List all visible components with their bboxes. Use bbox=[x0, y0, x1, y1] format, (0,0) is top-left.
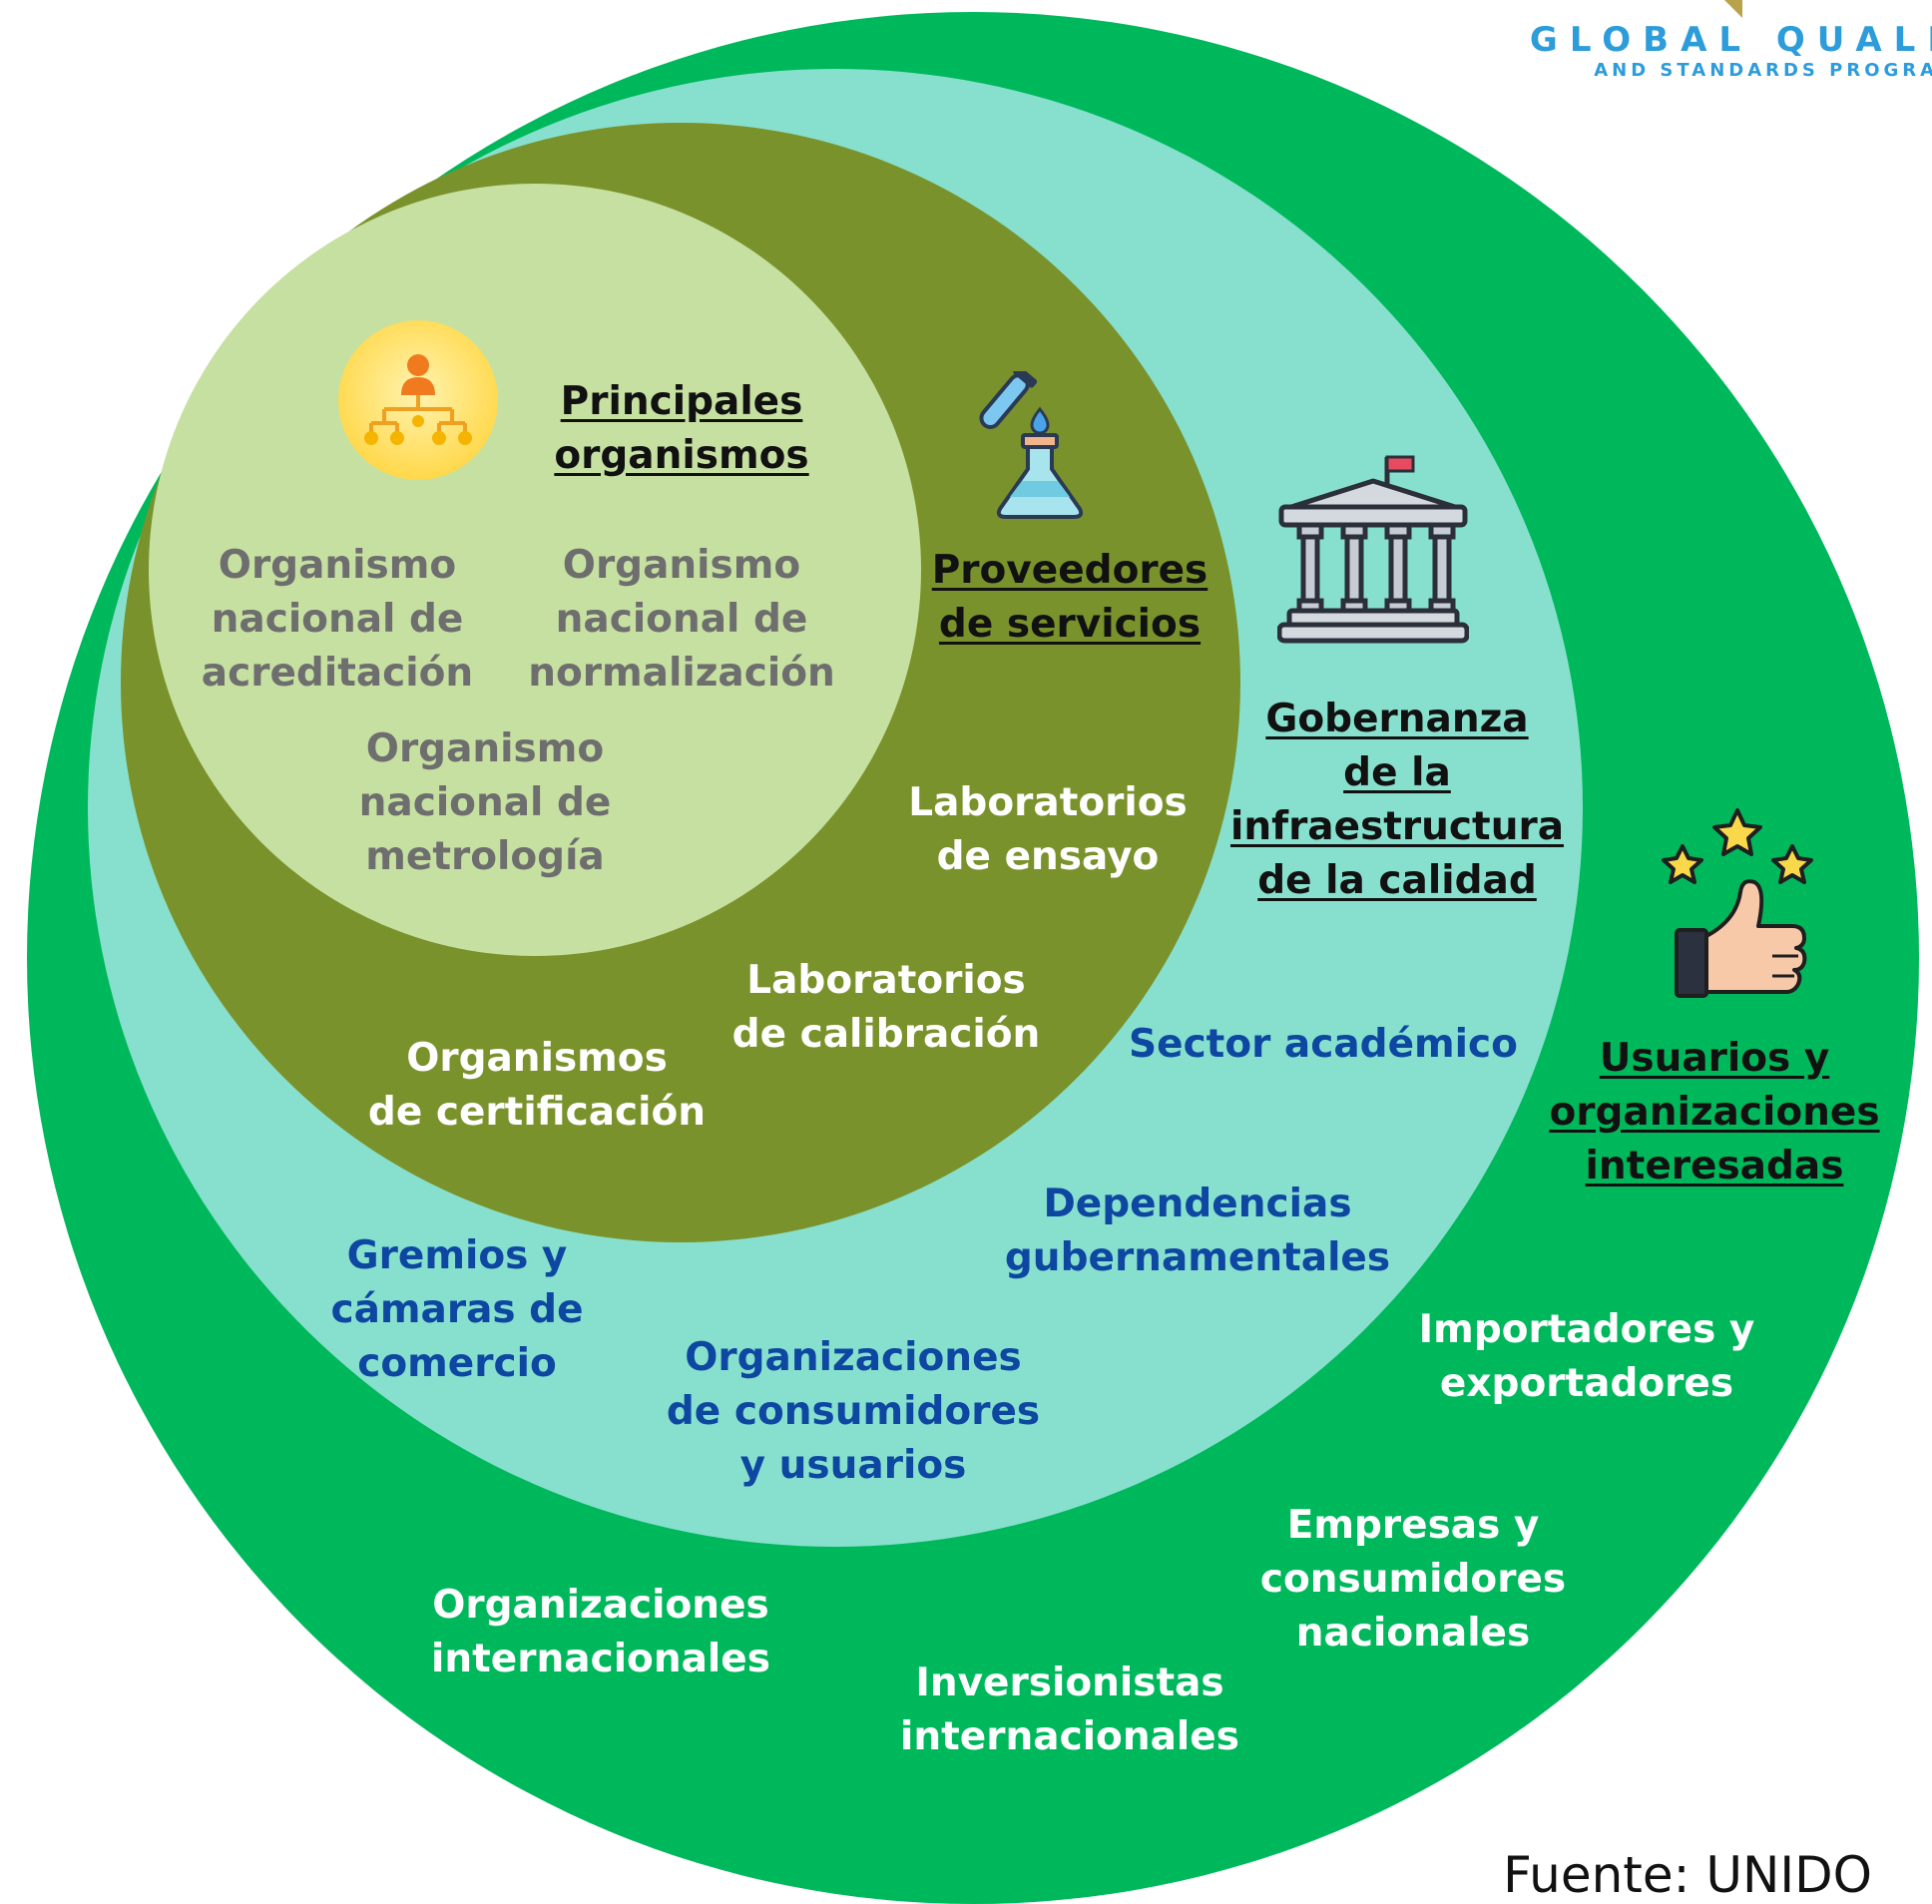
governance-item-academico: Sector académico bbox=[1129, 1022, 1518, 1067]
services-header: Proveedores de servicios bbox=[931, 548, 1208, 647]
services-item-ensayo: Laboratorios de ensayo bbox=[908, 780, 1188, 879]
core-item-normalizacion: Organismo nacional de normalización bbox=[528, 543, 835, 696]
governance-header: Gobernanza de la infraestructura de la c… bbox=[1229, 697, 1565, 903]
users-item-inversionistas: Inversionistas internacionales bbox=[900, 1661, 1239, 1759]
users-item-org-internacionales: Organizaciones internacionales bbox=[431, 1583, 770, 1681]
services-item-certificacion: Organismos de certificación bbox=[367, 1036, 707, 1135]
org-chart-icon bbox=[338, 320, 498, 480]
thumbs-up-stars-icon bbox=[1662, 808, 1813, 998]
logo-line-2: AND STANDARDS PROGRAM bbox=[1594, 60, 1932, 81]
core-circle bbox=[149, 184, 921, 956]
governance-item-consumidores: Organizaciones de consumidores y usuario… bbox=[666, 1335, 1041, 1488]
logo-mark bbox=[1724, 0, 1742, 18]
core-item-acreditacion: Organismo nacional de acreditación bbox=[201, 543, 474, 696]
logo: GLOBAL QUALI AND STANDARDS PROGRAM bbox=[1503, 0, 1932, 90]
lab-flask-icon bbox=[979, 371, 1084, 519]
users-item-importadores: Importadores y exportadores bbox=[1418, 1307, 1755, 1406]
users-header: Usuarios y organizaciones interesadas bbox=[1549, 1036, 1880, 1189]
logo-line-1: GLOBAL QUALI bbox=[1529, 20, 1932, 60]
source-note: Fuente: UNIDO bbox=[1503, 1846, 1872, 1904]
core-item-metrologia: Organismo nacional de metrología bbox=[358, 726, 612, 879]
governance-item-dependencias: Dependencias gubernamentales bbox=[1004, 1182, 1391, 1280]
governance-item-gremios: Gremios y cámaras de comercio bbox=[330, 1233, 584, 1386]
services-item-calibracion: Laboratorios de calibración bbox=[731, 958, 1041, 1057]
core-header: Principales organismos bbox=[554, 379, 809, 478]
government-building-icon bbox=[1277, 455, 1469, 644]
users-item-empresas: Empresas y consumidores nacionales bbox=[1259, 1503, 1567, 1656]
